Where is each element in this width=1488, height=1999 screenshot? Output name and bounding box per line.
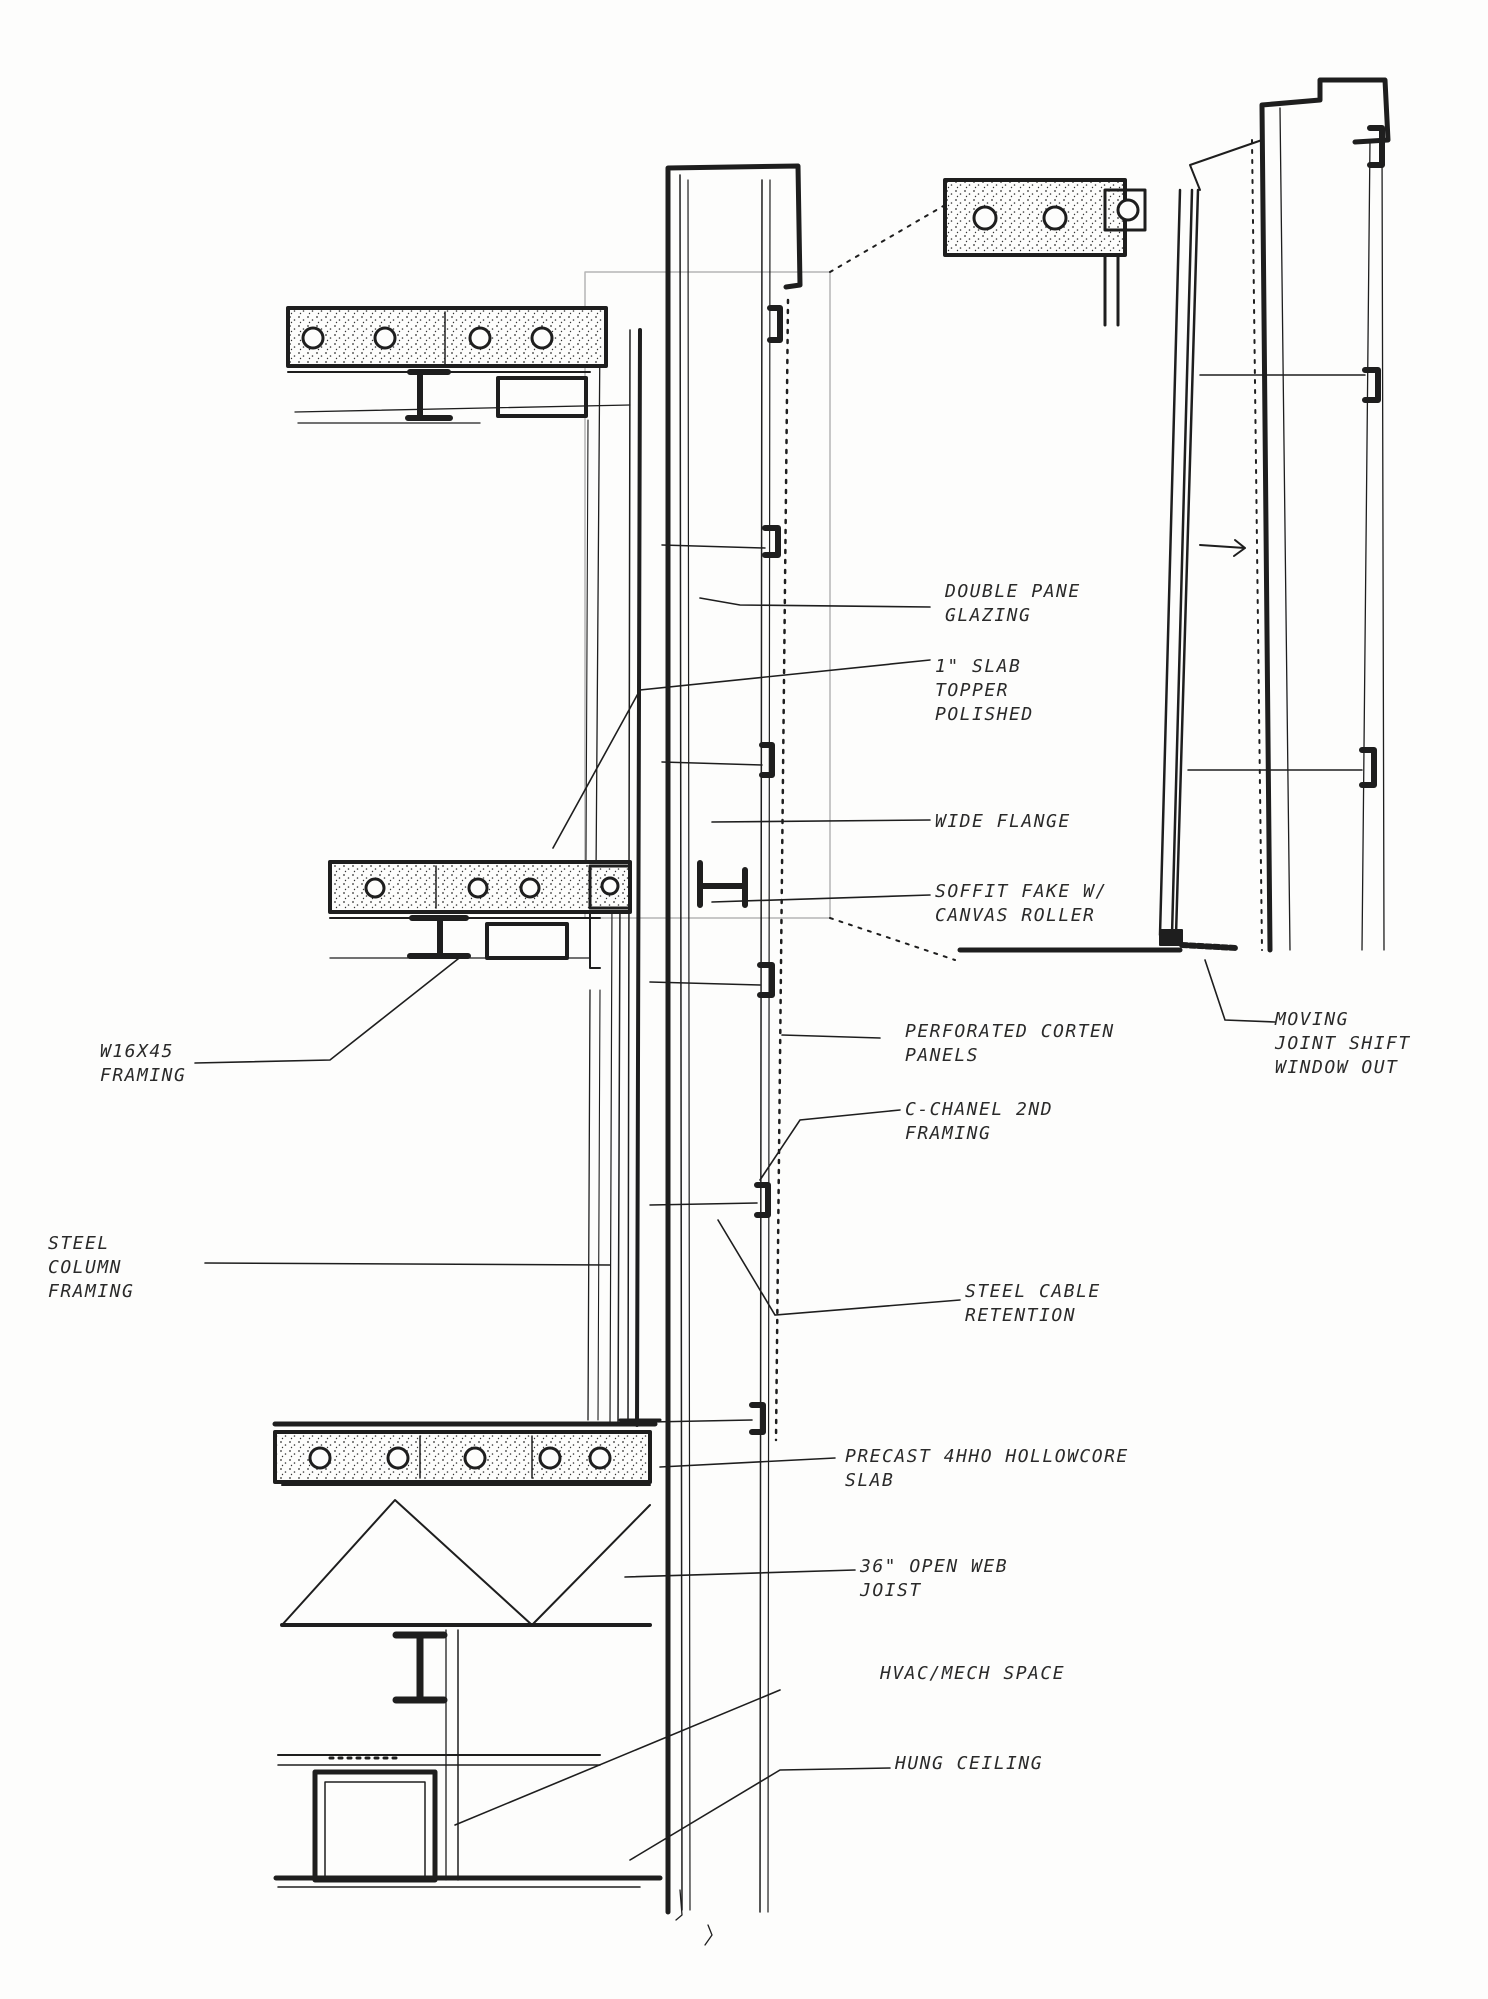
- lower-wide-flange: [392, 1631, 448, 1704]
- detail-leader-bottom: [829, 917, 956, 961]
- label-line: FRAMING: [100, 1065, 187, 1086]
- label-line: COLUMN: [48, 1257, 123, 1278]
- label-steel-column: STEEL COLUMN FRAMING: [48, 1232, 134, 1304]
- leader-lines: [194, 597, 1276, 1861]
- detail-leader-top: [829, 204, 946, 273]
- label-line: RETENTION: [965, 1305, 1077, 1326]
- label-line: PRECAST 4HHO HOLLOWCORE: [845, 1446, 1129, 1467]
- hung-ceiling: [273, 1754, 663, 1888]
- label-line: STEEL: [48, 1233, 110, 1254]
- label-hvac-space: HVAC/MECH SPACE: [880, 1662, 1065, 1686]
- label-line: PERFORATED CORTEN: [905, 1021, 1115, 1042]
- tilted-window: [1158, 188, 1200, 937]
- label-line: FRAMING: [48, 1281, 135, 1302]
- enlarged-detail: [829, 77, 1391, 961]
- label-line: FRAMING: [905, 1123, 992, 1144]
- open-web-joist: [280, 1484, 652, 1627]
- label-line: STEEL CABLE: [965, 1281, 1101, 1302]
- middle-wide-flange: [407, 915, 471, 959]
- label-soffit-fake: SOFFIT FAKE w/ CANVAS ROLLER: [935, 880, 1108, 928]
- main-wall-section: [272, 163, 831, 1946]
- glazing-line: [635, 328, 642, 1427]
- lower-slab: [273, 1430, 652, 1484]
- label-line: POLISHED: [935, 704, 1034, 725]
- label-line: C-CHANEL 2ND: [905, 1099, 1054, 1120]
- label-w16-framing: W16x45 FRAMING: [100, 1040, 186, 1088]
- label-line: WINDOW OUT: [1275, 1057, 1399, 1078]
- label-line: SLAB: [845, 1470, 895, 1491]
- parapet-cap: [665, 163, 803, 1915]
- label-open-web-joist: 36" OPEN WEB JOIST: [860, 1555, 1008, 1603]
- label-slab-topper: 1" SLAB TOPPER POLISHED: [935, 655, 1034, 727]
- label-line: HVAC/MECH SPACE: [880, 1663, 1066, 1684]
- label-line: CANVAS ROLLER: [935, 905, 1096, 926]
- shift-arrow: [1199, 539, 1246, 557]
- label-line: MOVING: [1275, 1009, 1350, 1030]
- label-hung-ceiling: HUNG CEILING: [895, 1752, 1043, 1776]
- label-c-channel: C-CHANEL 2ND FRAMING: [905, 1098, 1053, 1146]
- label-moving-joint: MOVING JOINT SHIFT WINDOW OUT: [1275, 1008, 1411, 1080]
- label-line: JOINT SHIFT: [1275, 1033, 1411, 1054]
- soffit-bracket: [697, 860, 748, 908]
- c-channel-clips: [749, 305, 783, 1435]
- label-line: W16x45: [100, 1041, 175, 1062]
- label-line: 1" SLAB: [935, 656, 1022, 677]
- upper-wide-flange: [405, 369, 453, 421]
- label-precast-slab: PRECAST 4HHO HOLLOWCORE SLAB: [845, 1445, 1129, 1493]
- label-double-pane-glazing: DOUBLE PANE GLAZING: [945, 580, 1081, 628]
- label-line: 36" OPEN WEB: [860, 1556, 1009, 1577]
- label-line: SOFFIT FAKE w/: [935, 881, 1108, 902]
- label-line: JOIST: [860, 1580, 922, 1601]
- steel-column-line: [595, 329, 601, 876]
- label-steel-cable: STEEL CABLE RETENTION: [965, 1280, 1101, 1328]
- corten-panel-line: [774, 298, 790, 1442]
- label-line: HUNG CEILING: [895, 1753, 1044, 1774]
- label-line: PANELS: [905, 1045, 980, 1066]
- label-line: GLAZING: [945, 605, 1032, 626]
- label-line: DOUBLE PANE: [945, 581, 1081, 602]
- label-line: WIDE FLANGE: [935, 811, 1071, 832]
- upper-slab: [286, 306, 608, 368]
- label-line: TOPPER: [935, 680, 1010, 701]
- label-perforated-corten: PERFORATED CORTEN PANELS: [905, 1020, 1115, 1068]
- label-wide-flange: WIDE FLANGE: [935, 810, 1071, 834]
